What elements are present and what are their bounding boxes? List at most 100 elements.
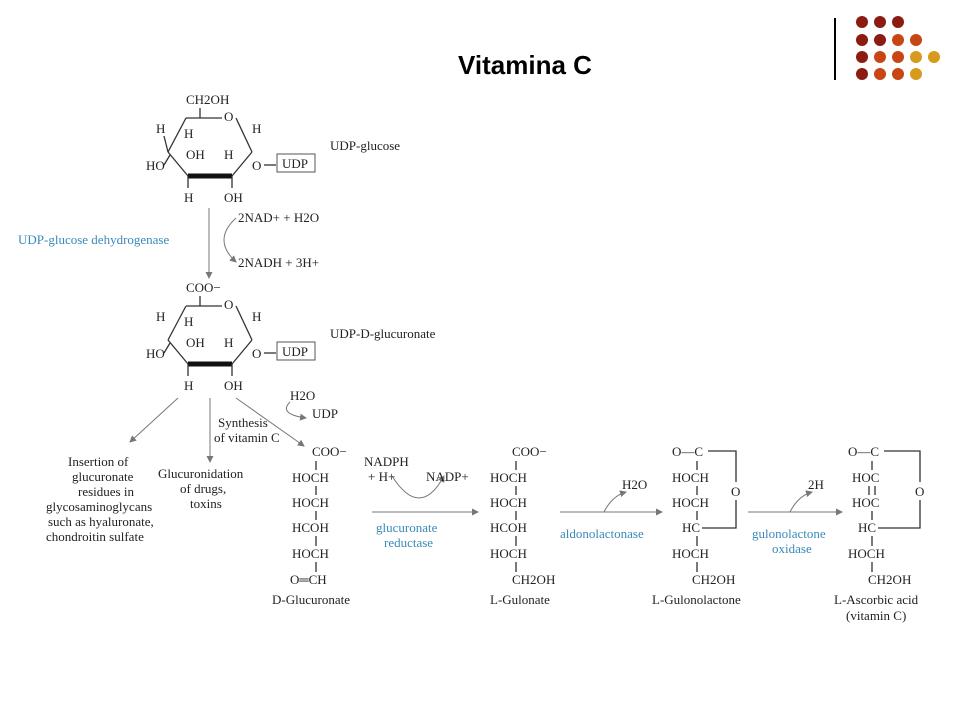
logo-dot <box>874 51 886 63</box>
h-label: H <box>156 121 165 136</box>
step-gulonolactone-oxidase: 2H gulonolactone oxidase <box>748 477 843 556</box>
reactant-label: 2NAD+ + H2O <box>238 210 319 225</box>
coo-group: COO− <box>186 280 221 295</box>
svg-text:HOCH: HOCH <box>292 495 329 510</box>
svg-text:HOCH: HOCH <box>672 495 709 510</box>
l-gulonate-structure: COO− HOCH HOCH HCOH HOCH CH2OH L-Gulonat… <box>490 444 555 607</box>
svg-text:chondroitin sulfate: chondroitin sulfate <box>46 529 144 544</box>
svg-text:Insertion of: Insertion of <box>68 454 129 469</box>
svg-text:HC: HC <box>858 520 876 535</box>
h-label: H <box>224 147 233 162</box>
molecule-name: UDP-D-glucuronate <box>330 326 436 341</box>
h2o-label: H2O <box>290 388 315 403</box>
h-label: H <box>184 190 193 205</box>
svg-text:HOCH: HOCH <box>292 546 329 561</box>
logo-dot <box>856 68 868 80</box>
svg-text:COO−: COO− <box>312 444 347 459</box>
svg-text:CH2OH: CH2OH <box>512 572 555 587</box>
svg-text:HOCH: HOCH <box>672 546 709 561</box>
svg-text:COO−: COO− <box>512 444 547 459</box>
h-label: H <box>252 121 261 136</box>
udp-label: UDP <box>312 406 338 421</box>
svg-text:of vitamin C: of vitamin C <box>214 430 280 445</box>
product-label: 2NADH + 3H+ <box>238 255 319 270</box>
ho-group: HO <box>146 158 165 173</box>
svg-text:gulonolactone: gulonolactone <box>752 526 826 541</box>
svg-text:glucuronate: glucuronate <box>376 520 438 535</box>
l-gulonolactone-structure: O—C HOCH HOCH HC HOCH CH2OH O L-Gulonola… <box>652 444 741 607</box>
logo-dot <box>910 34 922 46</box>
logo-dot <box>874 16 886 28</box>
udp-glucose-structure: CH2OH O H H H HO OH H O UDP H OH UDP- <box>146 92 400 205</box>
logo-dot <box>928 51 940 63</box>
svg-text:NADP+: NADP+ <box>426 469 469 484</box>
ascorbic-acid-structure: O—C HOC HOC HC HOCH CH2OH O L-Ascorbic a… <box>834 444 924 623</box>
logo-dots <box>856 16 940 80</box>
molecule-name: UDP-glucose <box>330 138 400 153</box>
logo-dot <box>892 34 904 46</box>
udp-glucuronate-structure: COO− O H H H HO OH H O UDP H OH UDP-D-gl… <box>146 280 436 393</box>
logo-dot <box>892 16 904 28</box>
svg-text:+ H+: + H+ <box>368 469 395 484</box>
ring-oxygen: O <box>915 484 924 499</box>
h-label: H <box>252 309 261 324</box>
oh-group: OH <box>224 190 243 205</box>
udp-box: UDP <box>282 344 308 359</box>
svg-text:O═CH: O═CH <box>290 572 327 587</box>
svg-text:HOCH: HOCH <box>490 546 527 561</box>
d-glucuronate-structure: COO− HOCH HOCH HCOH HOCH O═CH D-Glucuron… <box>272 444 350 607</box>
h-label: H <box>184 126 193 141</box>
logo-dot <box>874 34 886 46</box>
logo-dot <box>910 51 922 63</box>
branch-arrows: H2O UDP <box>129 388 338 463</box>
ring-oxygen: O <box>224 297 233 312</box>
svg-text:HOC: HOC <box>852 470 879 485</box>
svg-text:oxidase: oxidase <box>772 541 812 556</box>
svg-text:glucuronate: glucuronate <box>72 469 134 484</box>
svg-text:HCOH: HCOH <box>490 520 527 535</box>
logo-dot <box>856 51 868 63</box>
step-dehydrogenase: 2NAD+ + H2O UDP-glucose dehydrogenase 2N… <box>18 208 319 279</box>
o-link: O <box>252 158 261 173</box>
svg-text:HCOH: HCOH <box>292 520 329 535</box>
svg-text:O—C: O—C <box>672 444 703 459</box>
svg-text:HC: HC <box>682 520 700 535</box>
h-label: H <box>184 314 193 329</box>
step-aldonolactonase: H2O aldonolactonase <box>560 477 663 541</box>
logo-dot <box>910 68 922 80</box>
h-label: H <box>224 335 233 350</box>
svg-text:CH2OH: CH2OH <box>692 572 735 587</box>
svg-text:HOCH: HOCH <box>490 470 527 485</box>
ch2oh-group: CH2OH <box>186 92 229 107</box>
compound-name-sub: (vitamin C) <box>846 608 906 623</box>
compound-name: L-Ascorbic acid <box>834 592 919 607</box>
h-label: H <box>184 378 193 393</box>
svg-text:H2O: H2O <box>622 477 647 492</box>
h-label: H <box>156 309 165 324</box>
svg-text:of drugs,: of drugs, <box>180 481 226 496</box>
oh-group: OH <box>224 378 243 393</box>
ho-group: HO <box>146 346 165 361</box>
svg-text:toxins: toxins <box>190 496 222 511</box>
svg-text:NADPH: NADPH <box>364 454 409 469</box>
svg-text:HOCH: HOCH <box>292 470 329 485</box>
svg-text:Synthesis: Synthesis <box>218 415 268 430</box>
glucuronidation-text: Glucuronidation of drugs, toxins <box>158 466 244 511</box>
svg-text:glycosaminoglycans: glycosaminoglycans <box>46 499 152 514</box>
step-glucuronate-reductase: NADPH + H+ NADP+ glucuronate reductase <box>364 454 479 550</box>
svg-text:Glucuronidation: Glucuronidation <box>158 466 244 481</box>
svg-text:reductase: reductase <box>384 535 433 550</box>
divider-line <box>834 18 836 80</box>
slide-title: Vitamina C <box>458 50 592 80</box>
synthesis-text: Synthesis of vitamin C <box>214 415 280 445</box>
ring-oxygen: O <box>731 484 740 499</box>
compound-name: D-Glucuronate <box>272 592 350 607</box>
logo-dot <box>892 68 904 80</box>
ring-oxygen: O <box>224 109 233 124</box>
svg-text:residues in: residues in <box>78 484 134 499</box>
svg-text:HOCH: HOCH <box>848 546 885 561</box>
udp-box: UDP <box>282 156 308 171</box>
svg-text:O—C: O—C <box>848 444 879 459</box>
